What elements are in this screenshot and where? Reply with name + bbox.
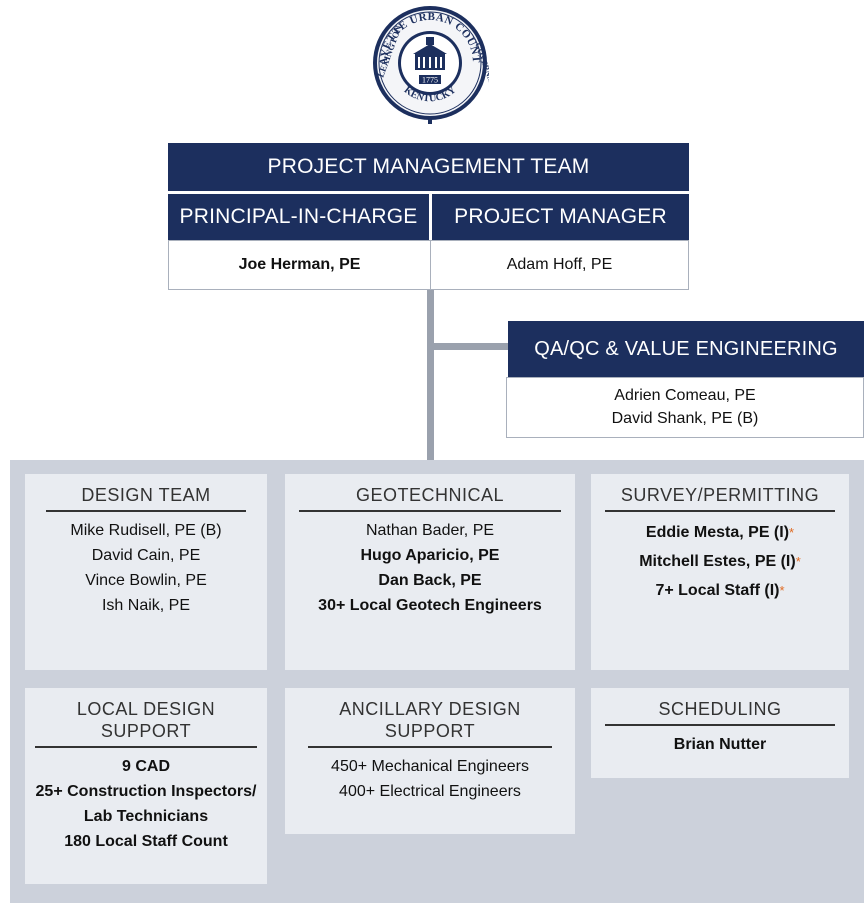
vertical-connector [427,290,434,460]
design-team-member: Mike Rudisell, PE (B) [70,521,222,539]
survey-permitting-divider [605,510,835,512]
asterisk-marker: * [789,524,795,540]
asterisk-marker: * [795,553,801,569]
scheduling-divider [605,724,835,726]
qaqc-title: QA/QC & VALUE ENGINEERING [534,337,838,360]
local-design-support-title: SUPPORT [100,721,192,741]
qaqc-person: Adrien Comeau, PE [614,387,756,404]
local-design-support-line: Lab Technicians [83,807,209,825]
ancillary-design-support-line: 400+ Electrical Engineers [339,782,521,800]
qaqc-names-cell: Adrien Comeau, PE David Shank, PE (B) [506,377,864,438]
asterisk-marker: * [779,582,785,598]
geotechnical-divider [299,510,561,512]
principal-name: Joe Herman, PE [238,256,361,273]
design-team-panel: DESIGN TEAM Mike Rudisell, PE (B) David … [25,474,267,670]
geotechnical-member: 30+ Local Geotech Engineers [318,596,542,614]
principal-header: PRINCIPAL-IN-CHARGE [168,194,429,240]
svg-text:1775: 1775 [422,76,438,85]
survey-member: Eddie Mesta, PE (I)* [645,523,795,541]
design-team-member: David Cain, PE [91,546,201,564]
ancillary-design-support-title: ANCILLARY DESIGN [339,699,521,719]
qaqc-header: QA/QC & VALUE ENGINEERING [508,321,864,377]
geotechnical-title: GEOTECHNICAL [355,485,505,505]
project-manager-title: PROJECT MANAGER [454,205,667,228]
local-design-support-panel: LOCAL DESIGN SUPPORT 9 CAD 25+ Construct… [25,688,267,884]
pm-team-header: PROJECT MANAGEMENT TEAM [168,143,689,191]
principal-title: PRINCIPAL-IN-CHARGE [179,205,418,228]
project-manager-name: Adam Hoff, PE [506,256,613,273]
geotechnical-member: Dan Back, PE [378,571,482,589]
pm-team-title: PROJECT MANAGEMENT TEAM [267,155,590,178]
local-design-support-title: LOCAL DESIGN [76,699,216,719]
ancillary-design-support-line: 450+ Mechanical Engineers [331,757,529,775]
geotechnical-panel: GEOTECHNICAL Nathan Bader, PE Hugo Apari… [285,474,575,670]
design-team-title: DESIGN TEAM [81,485,211,505]
geotechnical-member: Hugo Aparicio, PE [360,546,500,564]
principal-name-cell: Joe Herman, PE [168,240,431,290]
design-team-member: Ish Naik, PE [101,596,191,614]
survey-member: Mitchell Estes, PE (I)* [639,552,801,570]
project-manager-name-cell: Adam Hoff, PE [430,240,689,290]
local-design-support-divider [35,746,257,748]
scheduling-title: SCHEDULING [658,699,782,719]
scheduling-panel: SCHEDULING Brian Nutter [591,688,849,778]
design-team-member: Vince Bowlin, PE [85,571,207,589]
qaqc-connector [434,343,508,350]
survey-permitting-panel: SURVEY/PERMITTING Eddie Mesta, PE (I)* M… [591,474,849,670]
geotechnical-member: Nathan Bader, PE [365,521,495,539]
local-design-support-line: 9 CAD [121,757,170,775]
qaqc-person: David Shank, PE (B) [611,410,759,427]
survey-permitting-title: SURVEY/PERMITTING [620,485,820,505]
ancillary-design-support-divider [308,746,552,748]
survey-member: 7+ Local Staff (I)* [655,581,785,599]
project-manager-header: PROJECT MANAGER [432,194,689,240]
design-team-divider [46,510,246,512]
ancillary-design-support-title: SUPPORT [384,721,476,741]
scheduling-member: Brian Nutter [673,735,767,753]
ancillary-design-support-panel: ANCILLARY DESIGN SUPPORT 450+ Mechanical… [285,688,575,834]
local-design-support-line: 180 Local Staff Count [64,832,228,850]
lfucg-seal-logo: FAYETTE URBAN COUNTY KENTUCKY LEXINGTON … [371,2,489,124]
local-design-support-line: 25+ Construction Inspectors/ [35,782,257,800]
